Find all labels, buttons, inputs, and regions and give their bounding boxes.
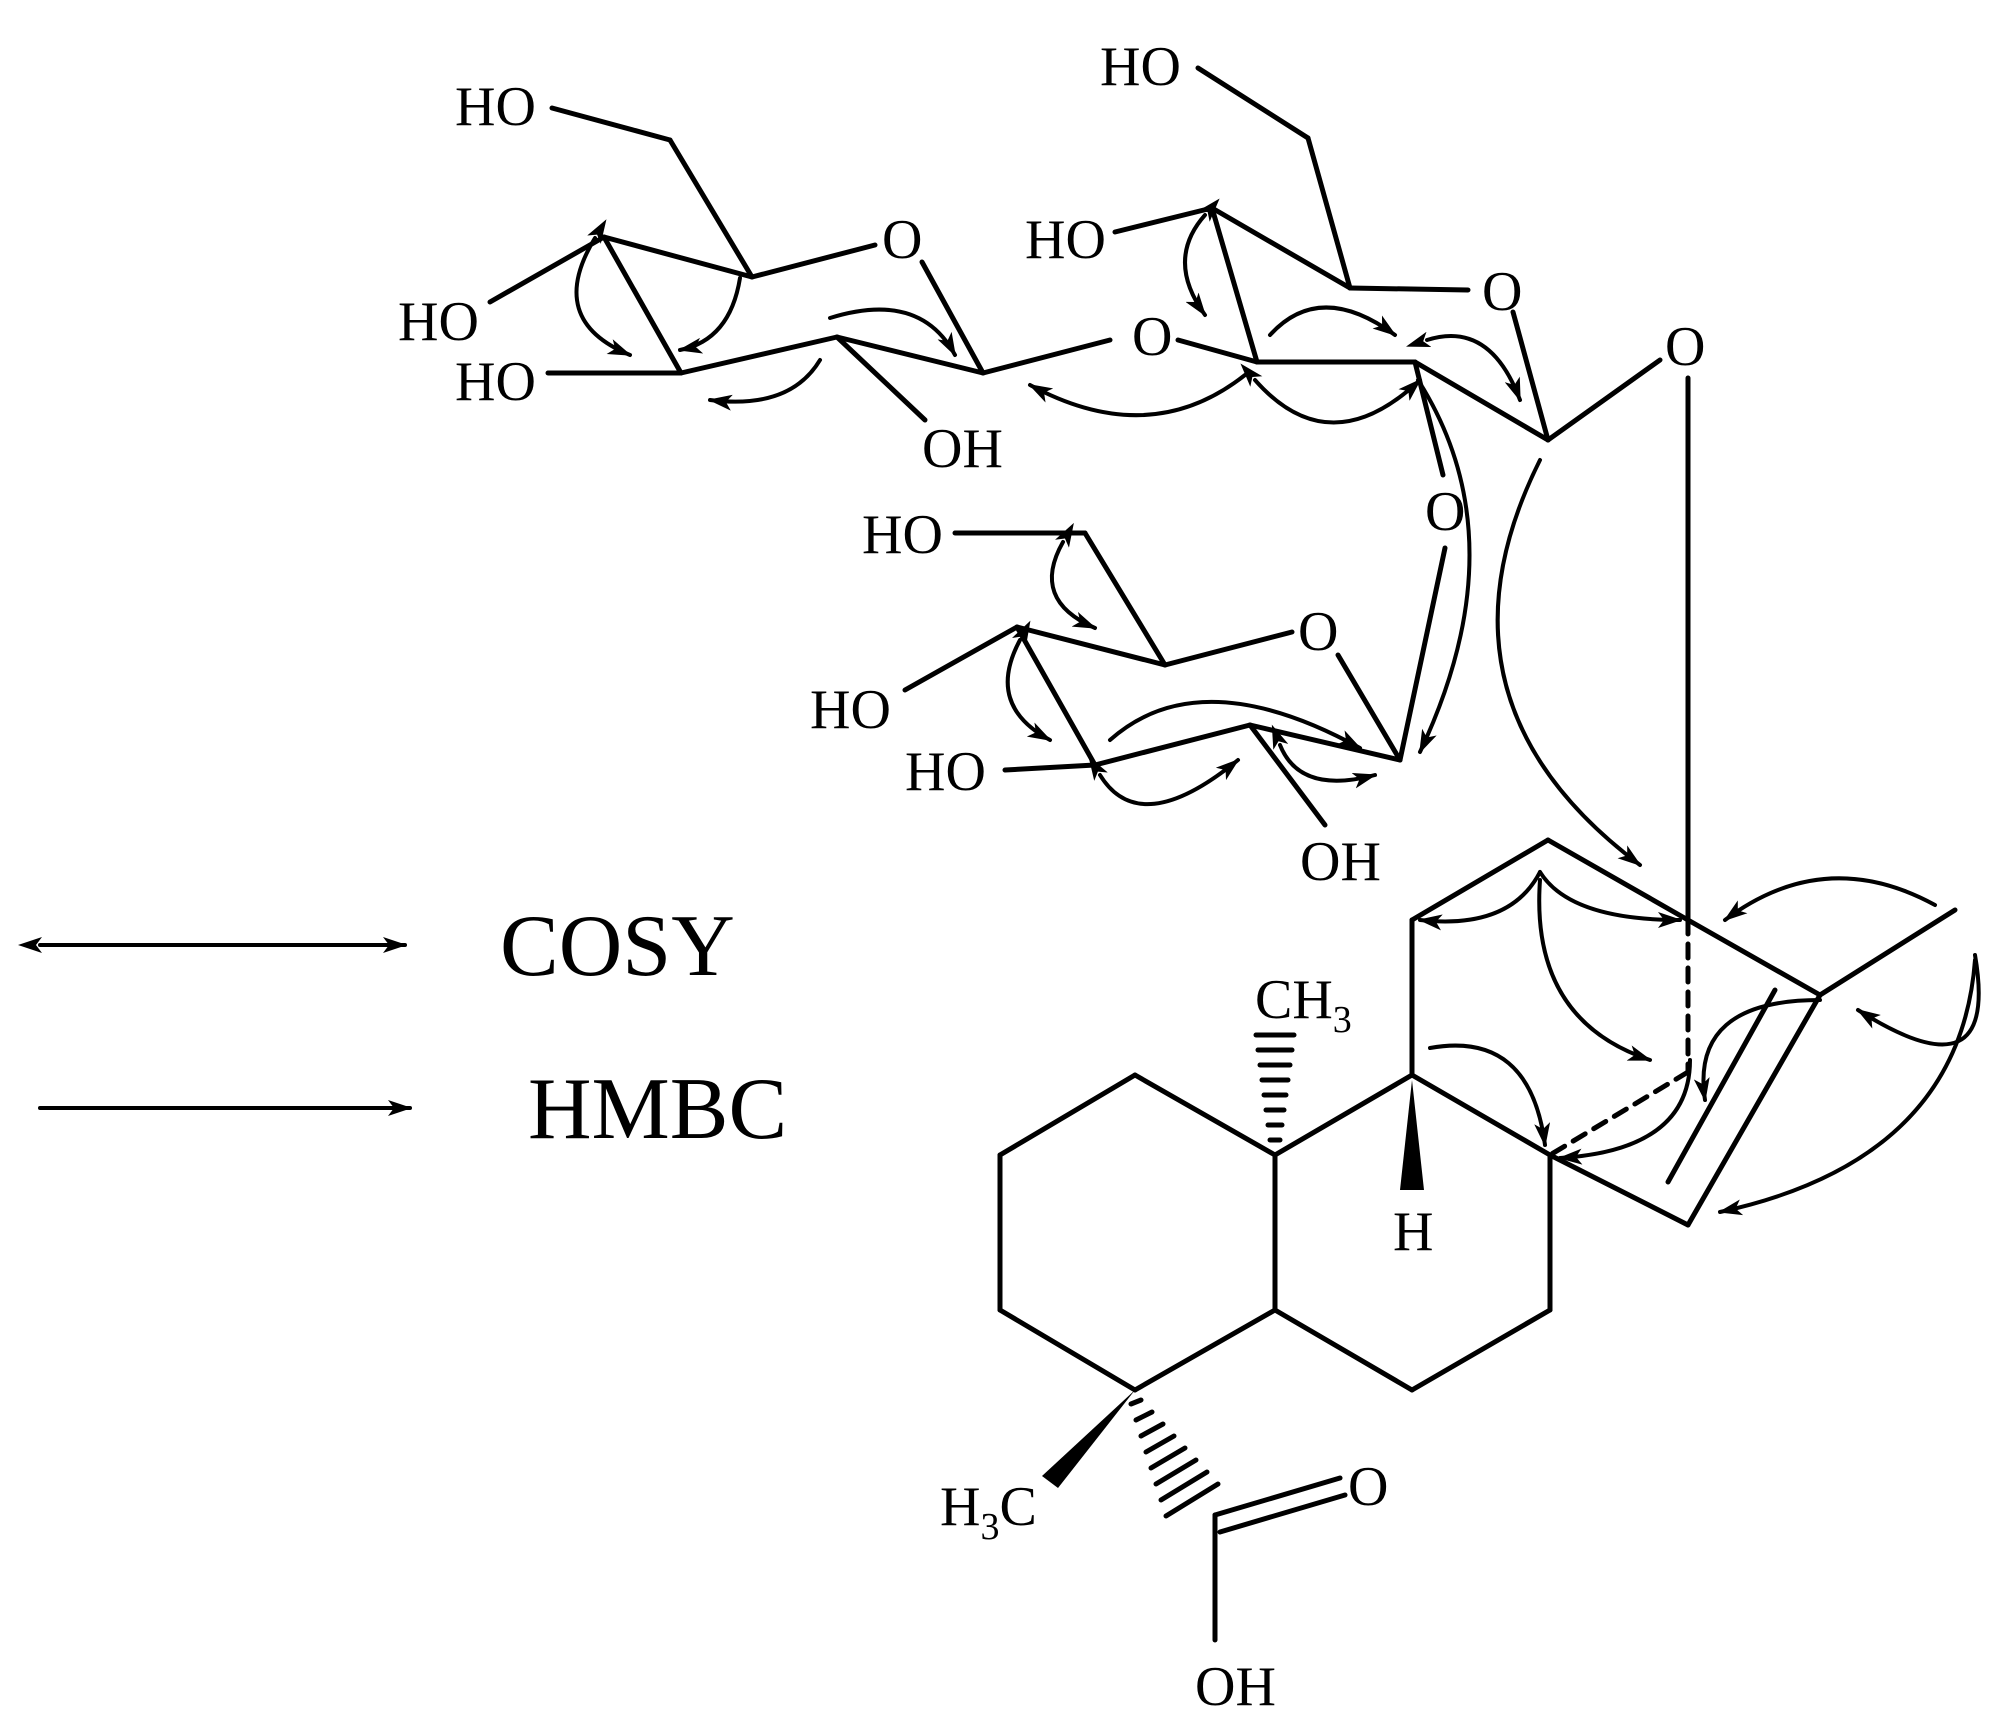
cosy-legend-label: COSY <box>500 898 735 995</box>
aglycone-core: CH3 H H3C O OH <box>940 837 1958 1718</box>
ring-oxygen-label: O <box>1482 261 1522 323</box>
methyl-label: CH3 <box>1255 969 1352 1041</box>
oh-label: OH <box>1300 831 1381 893</box>
solid-wedge <box>1400 1080 1424 1190</box>
ring-oxygen-label: O <box>1298 601 1338 663</box>
hmbc-legend-label: HMBC <box>528 1061 787 1158</box>
solid-wedge <box>1042 1390 1135 1488</box>
glycosidic-oxygen-label: O <box>1425 481 1465 543</box>
hydrogen-label: H <box>1393 1201 1433 1263</box>
oh-label: OH <box>1195 1656 1276 1718</box>
glucose-unit-1: HO O HO HO OH <box>398 76 1113 480</box>
glycosidic-oxygen-label: O <box>1132 306 1172 368</box>
correlation-arrows <box>574 198 1981 1216</box>
methyl-label: H3C <box>940 1476 1037 1548</box>
legend: COSY HMBC <box>18 898 787 1158</box>
ho-label: HO <box>810 679 891 741</box>
ho-label: HO <box>455 76 536 138</box>
oh-label: OH <box>922 418 1003 480</box>
ho-label: HO <box>1100 36 1181 98</box>
ho-label: HO <box>455 351 536 413</box>
ho-label: HO <box>862 504 943 566</box>
glycosidic-oxygen-label: O <box>1665 316 1705 378</box>
carbonyl-oxygen-label: O <box>1348 1456 1388 1518</box>
hashed-wedge <box>1253 1032 1297 1143</box>
ho-label: HO <box>905 741 986 803</box>
ring-oxygen-label: O <box>882 209 922 271</box>
glucose-unit-3: HO O HO HO OH <box>810 504 1403 893</box>
glucose-unit-2: HO HO O <box>1025 36 1663 478</box>
hashed-wedge <box>1128 1397 1221 1519</box>
ho-label: HO <box>1025 209 1106 271</box>
ho-label: HO <box>398 291 479 353</box>
